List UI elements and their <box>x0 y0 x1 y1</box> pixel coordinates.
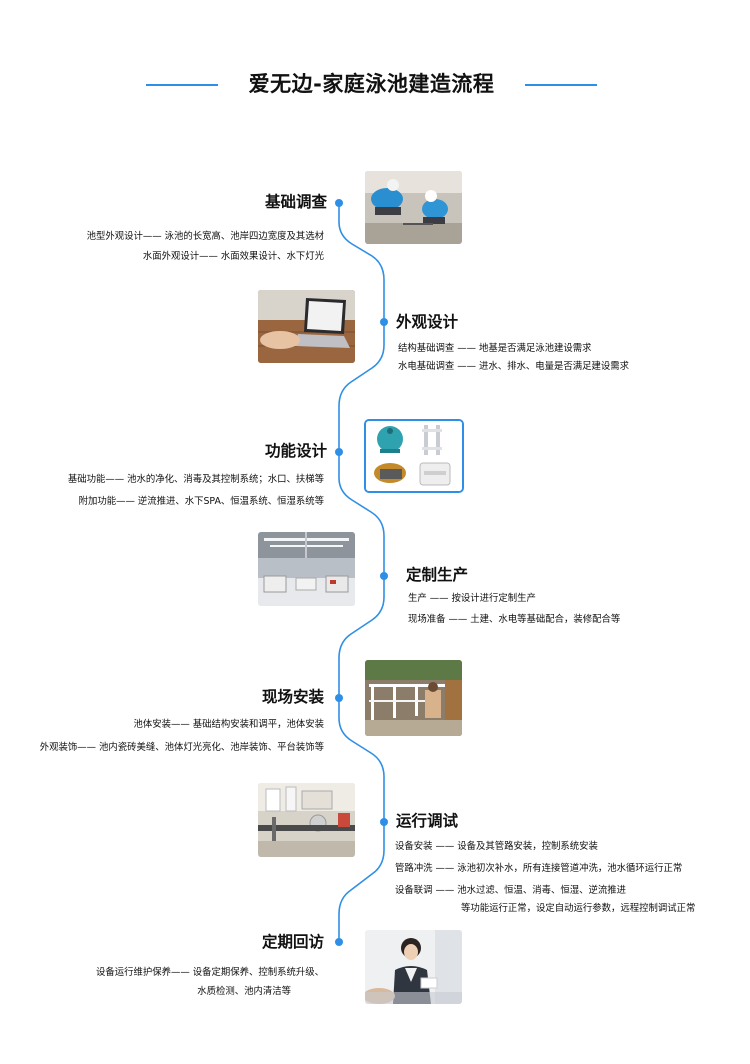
pool-equipment-photo <box>364 419 464 493</box>
stage-detail: 设备安装 —— 设备及其管路安装，控制系统安装 <box>395 841 598 852</box>
stage-title-installation: 现场安装 <box>261 688 324 706</box>
stage-detail: 结构基础调查 —— 地基是否满足泳池建设需求 <box>398 343 592 354</box>
stage-title-follow-up: 定期回访 <box>261 933 324 951</box>
stage-detail: 水面外观设计—— 水面效果设计、水下灯光 <box>142 251 324 262</box>
stage-detail: 水质检测、池内清洁等 <box>197 986 291 997</box>
title-line-left <box>146 84 218 86</box>
stage-detail: 池体安装—— 基础结构安装和调平，池体安装 <box>133 719 324 730</box>
stage-title-appearance: 外观设计 <box>396 313 459 331</box>
stage-title-survey: 基础调查 <box>264 193 327 211</box>
title-line-right <box>525 84 597 86</box>
title-row: 爱无边-家庭泳池建造流程 <box>0 68 750 104</box>
timeline-dot-7 <box>335 938 343 946</box>
factory-workshop-photo <box>258 532 355 606</box>
stage-detail: 基础功能—— 池水的净化、消毒及其控制系统；水口、扶梯等 <box>67 474 324 485</box>
laptop-design-photo <box>258 290 355 363</box>
stage-detail: 池型外观设计—— 泳池的长宽高、池岸四边宽度及其选材 <box>86 231 324 242</box>
stage-detail: 水电基础调查 —— 进水、排水、电量是否满足建设需求 <box>398 361 629 372</box>
page-title: 爱无边-家庭泳池建造流程 <box>248 72 495 96</box>
timeline-dot-6 <box>380 818 388 826</box>
stage-title-function: 功能设计 <box>264 442 327 460</box>
site-installation-photo <box>365 660 462 736</box>
stage-title-commissioning: 运行调试 <box>396 812 459 830</box>
stage-detail: 等功能运行正常，设定自动运行参数，远程控制调试正常 <box>461 903 696 914</box>
stage-detail: 生产 —— 按设计进行定制生产 <box>408 593 536 604</box>
stage-detail: 外观装饰—— 池内瓷砖美缝、池体灯光亮化、池岸装饰、平台装饰等 <box>39 742 324 753</box>
stage-detail: 设备运行维护保养—— 设备定期保养、控制系统升级、 <box>96 967 324 978</box>
timeline-dot-5 <box>335 694 343 702</box>
workers-measuring-photo <box>365 171 462 244</box>
timeline-dot-2 <box>380 318 388 326</box>
stage-detail: 附加功能—— 逆流推进、水下SPA、恒温系统、恒湿系统等 <box>78 496 324 507</box>
stage-detail: 现场准备 —— 土建、水电等基础配合，装修配合等 <box>408 614 621 625</box>
stage-detail: 设备联调 —— 池水过滤、恒温、消毒、恒湿、逆流推进 <box>395 885 626 896</box>
equipment-room-photo <box>258 783 355 857</box>
timeline-dot-3 <box>335 448 343 456</box>
stage-detail: 管路冲洗 —— 泳池初次补水，所有连接管道冲洗，池水循环运行正常 <box>395 863 683 874</box>
timeline-dot-1 <box>335 199 343 207</box>
service-staff-photo <box>365 930 462 1004</box>
timeline-dot-4 <box>380 572 388 580</box>
stage-title-production: 定制生产 <box>406 566 469 584</box>
